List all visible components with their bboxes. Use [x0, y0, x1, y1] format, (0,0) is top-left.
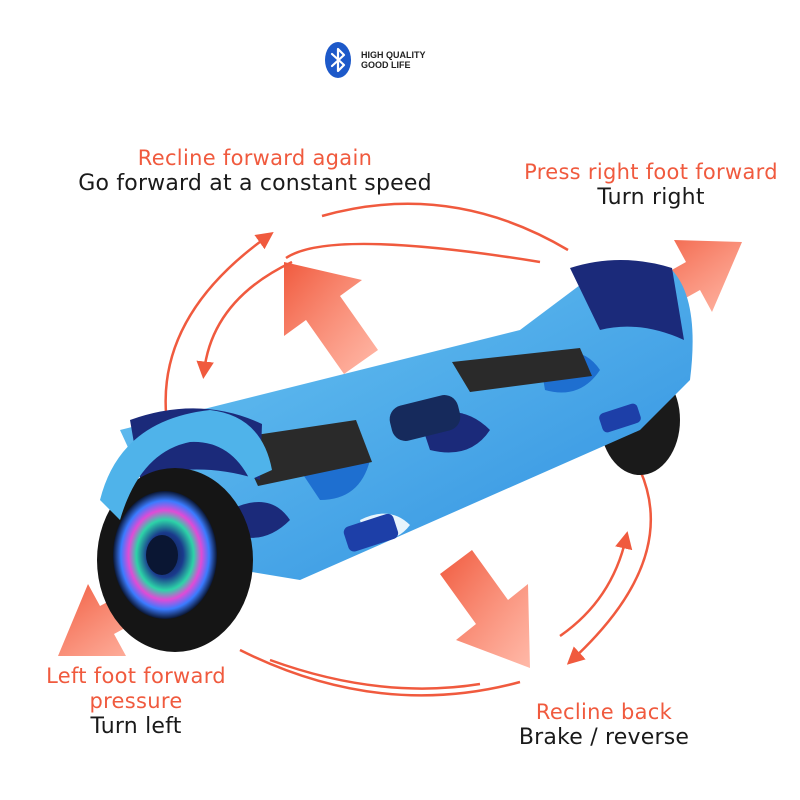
right-foot-pad — [452, 348, 592, 392]
label-left: Left foot forward pressure Turn left — [34, 664, 238, 741]
rear-speaker-grille — [599, 403, 641, 433]
brand-line-2: GOOD LIFE — [361, 60, 411, 70]
forward-arrow-icon — [284, 262, 378, 374]
rotation-arcs — [164, 202, 652, 697]
speaker-grille — [343, 513, 399, 552]
arc-outer-top — [321, 202, 569, 252]
arc-left-outer — [164, 231, 274, 431]
left-description: Turn left — [90, 714, 182, 740]
brand-line-1: HIGH QUALITY — [361, 49, 426, 60]
label-forward: Recline forward again Go forward at a co… — [70, 146, 440, 198]
hoverboard-illustration — [97, 260, 693, 652]
left-title-line-2: pressure — [89, 689, 183, 714]
back-title: Recline back — [535, 700, 673, 724]
arc-inner-top — [285, 242, 541, 264]
right-description: Turn right — [597, 185, 705, 211]
arc-bottom — [239, 648, 521, 697]
bluetooth-icon — [325, 42, 351, 78]
arc-bottom-inner — [269, 658, 481, 690]
rear-led-strip — [570, 260, 684, 340]
arc-right-inner — [559, 531, 633, 638]
arc-right-lower — [566, 469, 652, 665]
forward-title: Recline forward again — [137, 146, 373, 170]
arc-left-inner — [196, 260, 293, 379]
right-title: Press right foot forward — [524, 160, 778, 184]
left-title-line-1: Left foot forward — [46, 664, 226, 688]
back-description: Brake / reverse — [518, 725, 690, 751]
brand-header: HIGH QUALITY GOOD LIFE — [323, 41, 426, 79]
label-back: Recline back Brake / reverse — [506, 700, 702, 752]
forward-description: Go forward at a constant speed — [78, 171, 432, 197]
front-fender — [100, 410, 272, 520]
brand-slogan: HIGH QUALITY GOOD LIFE — [361, 50, 426, 71]
label-right: Press right foot forward Turn right — [506, 160, 796, 212]
front-wheel-hub — [146, 535, 178, 575]
center-joint — [389, 395, 461, 441]
back-arrow-icon — [440, 550, 530, 668]
